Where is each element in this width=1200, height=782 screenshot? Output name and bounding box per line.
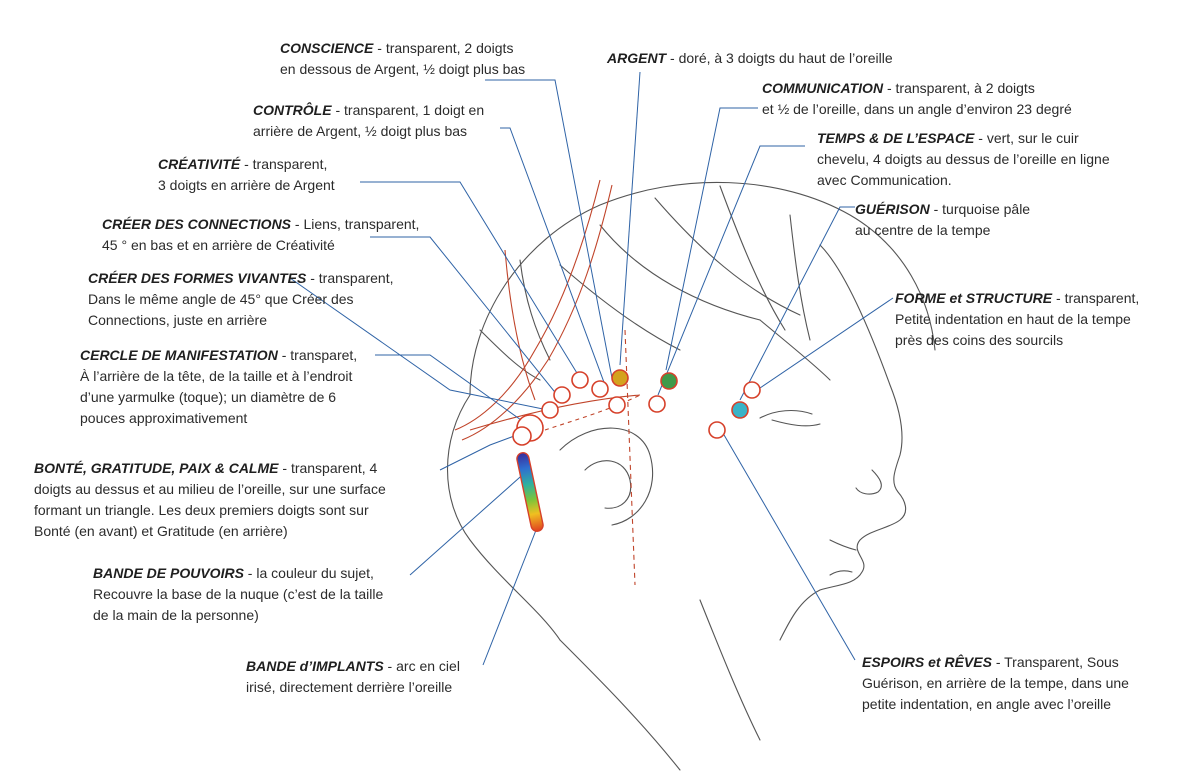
label-bande-implants-title: BANDE d’IMPLANTS xyxy=(246,658,384,674)
label-creer-formes-title: CRÉER DES FORMES VIVANTES xyxy=(88,270,307,286)
label-cercle-title: CERCLE DE MANIFESTATION xyxy=(80,347,278,363)
label-guerison-line-1: turquoise pâle xyxy=(942,201,1031,217)
label-espoirs-line-2: Guérison, en arrière de la tempe, dans u… xyxy=(862,675,1129,691)
label-temps: TEMPS & DE L’ESPACE - vert, sur le cuir … xyxy=(817,130,1110,188)
label-cercle: CERCLE DE MANIFESTATION - transparet, À … xyxy=(80,347,358,426)
label-communication: COMMUNICATION - transparent, à 2 doigts … xyxy=(762,80,1072,117)
label-creativite-line-1: transparent, xyxy=(252,156,328,172)
label-argent-title: ARGENT xyxy=(607,50,667,66)
creativite-point xyxy=(571,371,589,389)
label-bande-implants: BANDE d’IMPLANTS - arc en ciel irisé, di… xyxy=(246,658,460,695)
label-bonte-line-2: doigts au dessus et au milieu de l’oreil… xyxy=(34,481,386,497)
label-controle-title: CONTRÔLE xyxy=(253,102,332,118)
label-creativite: CRÉATIVITÉ - transparent, 3 doigts en ar… xyxy=(158,156,335,193)
label-temps-line-3: avec Communication. xyxy=(817,172,952,188)
label-argent: ARGENT - doré, à 3 doigts du haut de l’o… xyxy=(607,50,893,66)
label-conscience-line-1: transparent, 2 doigts xyxy=(385,40,514,56)
label-creativite-line-2: 3 doigts en arrière de Argent xyxy=(158,177,335,193)
label-forme-structure-line-1: transparent, xyxy=(1064,290,1140,306)
label-creer-formes-line-3: Connections, juste en arrière xyxy=(88,312,267,328)
label-bonte-line-1: transparent, 4 xyxy=(290,460,378,476)
label-communication-line-2: et ½ de l’oreille, dans un angle d’envir… xyxy=(762,101,1072,117)
label-guerison-line-2: au centre de la tempe xyxy=(855,222,991,238)
temps-point xyxy=(660,372,678,390)
label-creer-formes: CRÉER DES FORMES VIVANTES - transparent,… xyxy=(88,270,394,328)
bonte-point xyxy=(512,426,532,446)
bande-implants-marker xyxy=(516,452,544,532)
label-bande-pouvoirs-line-2: Recouvre la base de la nuque (c’est de l… xyxy=(93,586,384,602)
label-forme-structure: FORME et STRUCTURE - transparent, Petite… xyxy=(895,290,1140,348)
label-controle-line-1: transparent, 1 doigt en xyxy=(344,102,485,118)
label-bonte-line-4: Bonté (en avant) et Gratitude (en arrièr… xyxy=(34,523,288,539)
label-bande-pouvoirs-title: BANDE DE POUVOIRS xyxy=(93,565,244,581)
label-temps-title: TEMPS & DE L’ESPACE xyxy=(817,130,975,146)
label-espoirs: ESPOIRS et RÊVES - Transparent, Sous Gué… xyxy=(862,654,1129,712)
label-temps-line-2: chevelu, 4 doigts au dessus de l’oreille… xyxy=(817,151,1110,167)
label-cercle-line-4: pouces approximativement xyxy=(80,410,248,426)
label-creer-formes-line-1: transparent, xyxy=(318,270,394,286)
leader-lines xyxy=(289,71,894,666)
label-guerison: GUÉRISON - turquoise pâle au centre de l… xyxy=(855,201,1031,238)
label-bande-pouvoirs: BANDE DE POUVOIRS - la couleur du sujet,… xyxy=(93,565,384,623)
label-creer-connections-line-2: 45 ° en bas et en arrière de Créativité xyxy=(102,237,335,253)
label-forme-structure-line-3: près des coins des sourcils xyxy=(895,332,1064,348)
label-bande-implants-line-1: arc en ciel xyxy=(396,658,460,674)
creer-formes-point xyxy=(541,401,559,419)
label-communication-line-1: transparent, à 2 doigts xyxy=(895,80,1035,96)
label-creer-connections-line-1: Liens, transparent, xyxy=(303,216,420,232)
label-temps-line-1: vert, sur le cuir xyxy=(986,130,1079,146)
label-bonte-title: BONTÉ, GRATITUDE, PAIX & CALME xyxy=(34,460,279,476)
label-bande-implants-line-2: irisé, directement derrière l’oreille xyxy=(246,679,453,695)
label-creer-connections-title: CRÉER DES CONNECTIONS xyxy=(102,216,292,232)
label-creer-connections: CRÉER DES CONNECTIONS - Liens, transpare… xyxy=(102,216,420,253)
head-sketch xyxy=(447,181,936,771)
argent-point xyxy=(611,369,629,387)
label-conscience-title: CONSCIENCE xyxy=(280,40,374,56)
label-forme-structure-title: FORME et STRUCTURE xyxy=(895,290,1053,306)
label-espoirs-line-1: Transparent, Sous xyxy=(1004,654,1119,670)
hairline-guides xyxy=(454,179,641,586)
label-guerison-title: GUÉRISON xyxy=(855,201,930,217)
controle-point xyxy=(608,396,626,414)
label-espoirs-title: ESPOIRS et RÊVES xyxy=(862,654,992,670)
conscience-point xyxy=(591,380,609,398)
communication-point xyxy=(648,395,666,413)
label-bande-pouvoirs-line-1: la couleur du sujet, xyxy=(256,565,374,581)
label-communication-title: COMMUNICATION xyxy=(762,80,884,96)
label-creativite-title: CRÉATIVITÉ xyxy=(158,156,241,172)
label-espoirs-line-3: petite indentation, en angle avec l’orei… xyxy=(862,696,1112,712)
label-creer-formes-line-2: Dans le même angle de 45° que Créer des xyxy=(88,291,354,307)
point-markers xyxy=(512,369,761,532)
label-bonte-line-3: formant un triangle. Les deux premiers d… xyxy=(34,502,369,518)
label-cercle-line-3: d’une yarmulke (toque); un diamètre de 6 xyxy=(80,389,337,405)
forme-structure-point xyxy=(743,381,761,399)
label-forme-structure-line-2: Petite indentation en haut de la tempe xyxy=(895,311,1131,327)
guerison-point xyxy=(731,401,749,419)
label-bonte: BONTÉ, GRATITUDE, PAIX & CALME - transpa… xyxy=(34,460,386,539)
label-argent-line-1: doré, à 3 doigts du haut de l’oreille xyxy=(678,50,893,66)
label-cercle-line-2: À l’arrière de la tête, de la taille et … xyxy=(80,368,353,384)
label-controle: CONTRÔLE - transparent, 1 doigt en arriè… xyxy=(253,102,485,139)
label-cercle-line-1: transparet, xyxy=(290,347,358,363)
label-controle-line-2: arrière de Argent, ½ doigt plus bas xyxy=(253,123,468,139)
label-conscience-line-2: en dessous de Argent, ½ doigt plus bas xyxy=(280,61,526,77)
label-conscience: CONSCIENCE - transparent, 2 doigts en de… xyxy=(280,40,526,77)
label-bande-pouvoirs-line-3: de la main de la personne) xyxy=(93,607,259,623)
espoirs-point xyxy=(708,421,726,439)
creer-connections-point xyxy=(553,386,571,404)
